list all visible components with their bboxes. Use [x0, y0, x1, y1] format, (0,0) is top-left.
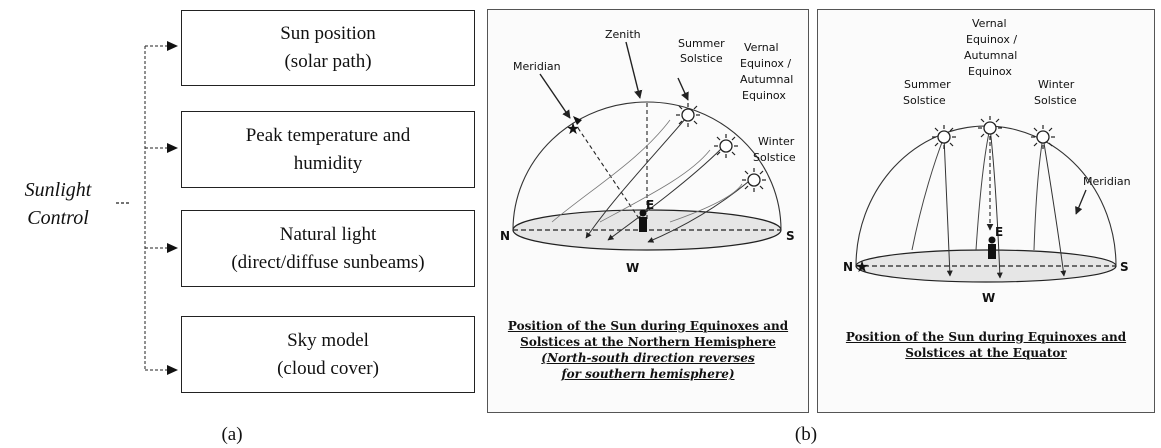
- box-sun-position: Sun position (solar path): [181, 10, 475, 86]
- eq-equinox-sun-icon: [977, 115, 1003, 141]
- eq-summer-sun-icon: [931, 124, 957, 150]
- vernal-label-3: Autumnal: [740, 73, 793, 86]
- eq-meridian-star-icon: ★: [855, 259, 869, 276]
- equator-caption-line2: Solstices at the Equator: [905, 346, 1067, 360]
- eq-west-label: W: [982, 291, 995, 305]
- box-3-line1: Natural light: [279, 223, 377, 245]
- east-label: E: [646, 198, 654, 212]
- eq-summer-label-2: Solstice: [903, 94, 946, 107]
- winter-label-2: Solstice: [753, 151, 796, 164]
- eq-winter-rise: [1033, 136, 1044, 251]
- box-sky-model: Sky model (cloud cover): [181, 316, 475, 393]
- winter-path: [647, 181, 749, 243]
- box-1-line2: (solar path): [284, 51, 372, 72]
- eq-south-label: S: [1120, 260, 1129, 274]
- summer-pointer-arrow: [677, 77, 689, 101]
- equator-panel: [817, 9, 1155, 413]
- northern-caption-line3: (North-south direction reverses: [541, 351, 755, 365]
- winter-path-rise: [669, 183, 743, 223]
- west-label: W: [626, 261, 639, 275]
- eq-winter-label-1: Winter: [1038, 78, 1075, 91]
- star-marker: [573, 116, 582, 125]
- zenith-label: Zenith: [605, 28, 641, 41]
- arrow-head-1: [167, 41, 178, 51]
- meridian-pointer-arrow: [539, 73, 571, 119]
- summer-path-rise: [551, 119, 671, 223]
- eq-summer-set: [943, 136, 953, 277]
- box-4-line2: (cloud cover): [277, 357, 379, 379]
- meridian-line: [577, 127, 641, 221]
- box-peak-temperature: Peak temperature and humidity: [181, 111, 475, 188]
- eq-north-label: N: [843, 260, 853, 274]
- summer-path: [585, 117, 687, 239]
- eq-vernal-label-2: Equinox /: [966, 33, 1017, 46]
- eq-east-label: E: [995, 225, 1003, 239]
- northern-caption: Position of the Sun during Equinoxes and…: [490, 318, 806, 382]
- eq-equinox-set: [989, 127, 1003, 279]
- eq-vernal-label-3: Autumnal: [964, 49, 1017, 62]
- box-3-line2: (direct/diffuse sunbeams): [231, 251, 425, 273]
- box-1-line1: Sun position: [280, 23, 376, 44]
- eq-meridian-pointer-arrow: [1075, 189, 1087, 215]
- arrow-head-2: [167, 143, 178, 153]
- zenith-pointer-arrow: [625, 41, 643, 99]
- box-4-line1: Sky model: [287, 329, 369, 351]
- eq-meridian-label: Meridian: [1083, 175, 1131, 188]
- summer-label-2: Solstice: [680, 52, 723, 65]
- eq-vernal-label-4: Equinox: [968, 65, 1012, 78]
- sunlight-control-label: Sunlight Control: [6, 176, 110, 232]
- equator-caption-line1: Position of the Sun during Equinoxes and: [845, 330, 1127, 344]
- sky-dome: [512, 101, 782, 231]
- winter-label-1: Winter: [758, 135, 795, 148]
- box-2-line2: humidity: [293, 152, 363, 174]
- eq-winter-sun-icon: [1030, 124, 1056, 150]
- eq-winter-label-2: Solstice: [1034, 94, 1077, 107]
- eq-observer-icon: [988, 236, 996, 259]
- vernal-label-4: Equinox: [742, 89, 786, 102]
- side-label-line2: Control: [27, 207, 89, 229]
- equator-caption: Position of the Sun during Equinoxes and…: [822, 329, 1150, 361]
- caption-b: (b): [794, 424, 818, 445]
- arrow-head-4: [167, 365, 178, 375]
- eq-summer-label-1: Summer: [904, 78, 951, 91]
- meridian-star-icon: ★: [566, 121, 580, 138]
- northern-caption-line2: Solstices at the Northern Hemisphere: [520, 335, 776, 349]
- summer-label-1: Summer: [678, 37, 725, 50]
- side-label-line1: Sunlight: [24, 179, 92, 201]
- eq-equinox-rise: [975, 127, 991, 251]
- northern-caption-line1: Position of the Sun during Equinoxes and: [507, 319, 789, 333]
- arrow-head-3: [167, 243, 178, 253]
- box-natural-light: Natural light (direct/diffuse sunbeams): [181, 210, 475, 287]
- northern-caption-line4: for southern hemisphere): [561, 367, 735, 381]
- equinox-path-rise: [599, 149, 711, 223]
- observer-icon: [639, 209, 647, 232]
- vernal-label-1: Vernal: [744, 41, 779, 54]
- branch-arrows: [145, 41, 178, 375]
- eq-winter-set: [1042, 136, 1067, 277]
- eq-summer-rise: [911, 136, 945, 251]
- meridian-label: Meridian: [513, 60, 561, 73]
- vernal-label-2: Equinox /: [740, 57, 791, 70]
- equinox-path: [607, 147, 723, 241]
- north-label: N: [500, 229, 510, 243]
- box-2-line1: Peak temperature and: [245, 124, 411, 146]
- caption-a: (a): [221, 424, 243, 445]
- south-label: S: [786, 229, 795, 243]
- eq-vernal-label-1: Vernal: [972, 17, 1007, 30]
